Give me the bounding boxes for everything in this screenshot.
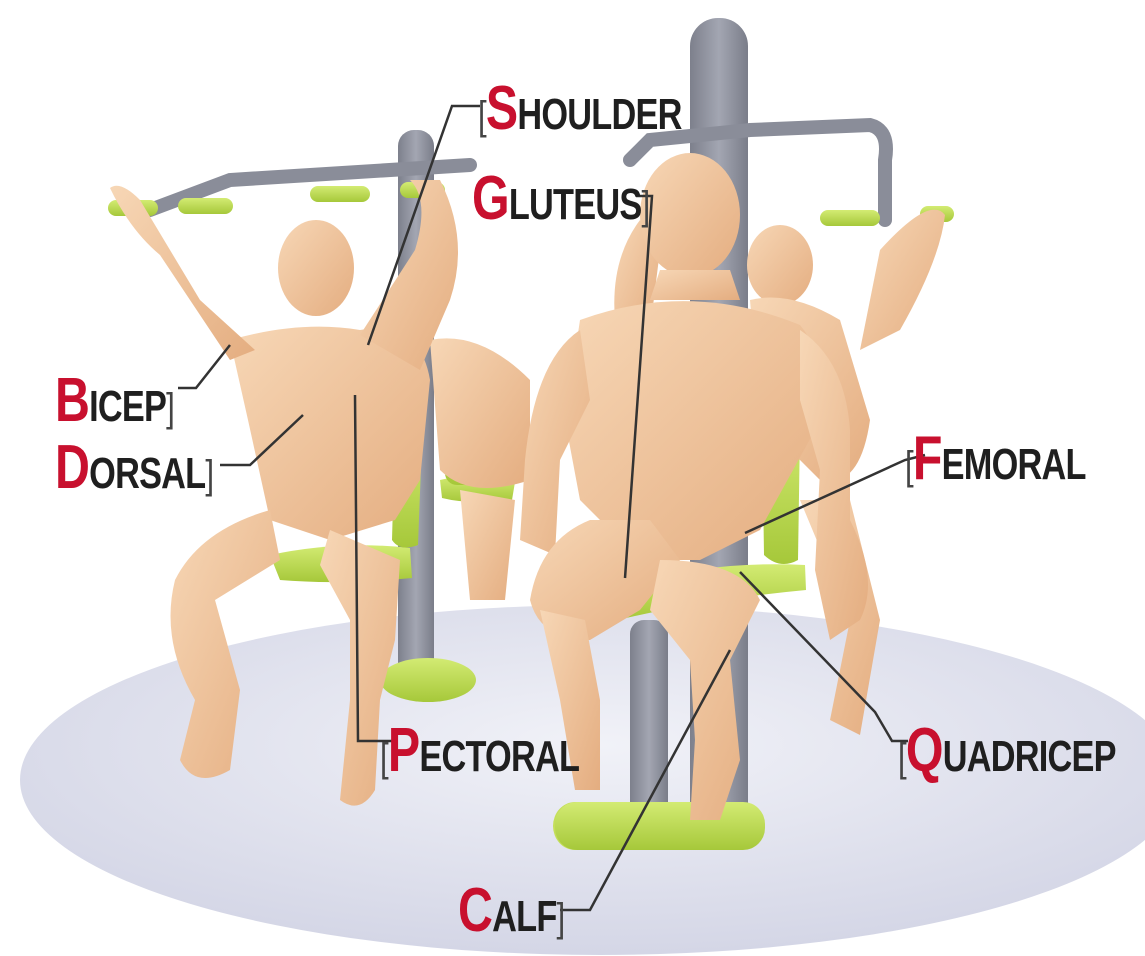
bicep-initial: B [55,366,89,435]
dorsal-text: ORSAL [89,449,205,498]
calf-text: ALF [492,892,556,941]
pectoral-initial: P [388,716,419,785]
bicep-leader [178,345,230,388]
rear-pole-base [380,658,476,702]
pectoral-text: ECTORAL [419,732,579,781]
label-shoulder: [SHOULDER [478,78,682,140]
gluteus-initial: G [472,164,509,233]
label-femoral: [FEMORAL [905,428,1086,490]
footrest-roller [555,802,765,850]
label-dorsal: DORSAL] [55,437,213,499]
gluteus-text: LUTEUS [509,180,642,229]
bicep-text: ICEP [89,382,166,431]
label-bicep: BICEP] [55,370,174,432]
shoulder-initial: S [486,74,517,143]
quadricep-initial: Q [906,716,943,785]
femoral-initial: F [913,424,942,493]
label-gluteus: GLUTEUS] [472,168,649,230]
label-pectoral: [PECTORAL [380,720,579,782]
left-handle-3 [310,186,370,202]
shoulder-text: HOULDER [517,90,681,139]
left-handle-2 [178,198,233,214]
dorsal-initial: D [55,433,89,502]
label-quadricep: [QUADRICEP [898,720,1116,782]
calf-initial: C [458,876,492,945]
quadricep-text: UADRICEP [943,732,1116,781]
right-handle [820,210,880,226]
femoral-text: EMORAL [942,440,1086,489]
label-calf: CALF] [458,880,564,942]
